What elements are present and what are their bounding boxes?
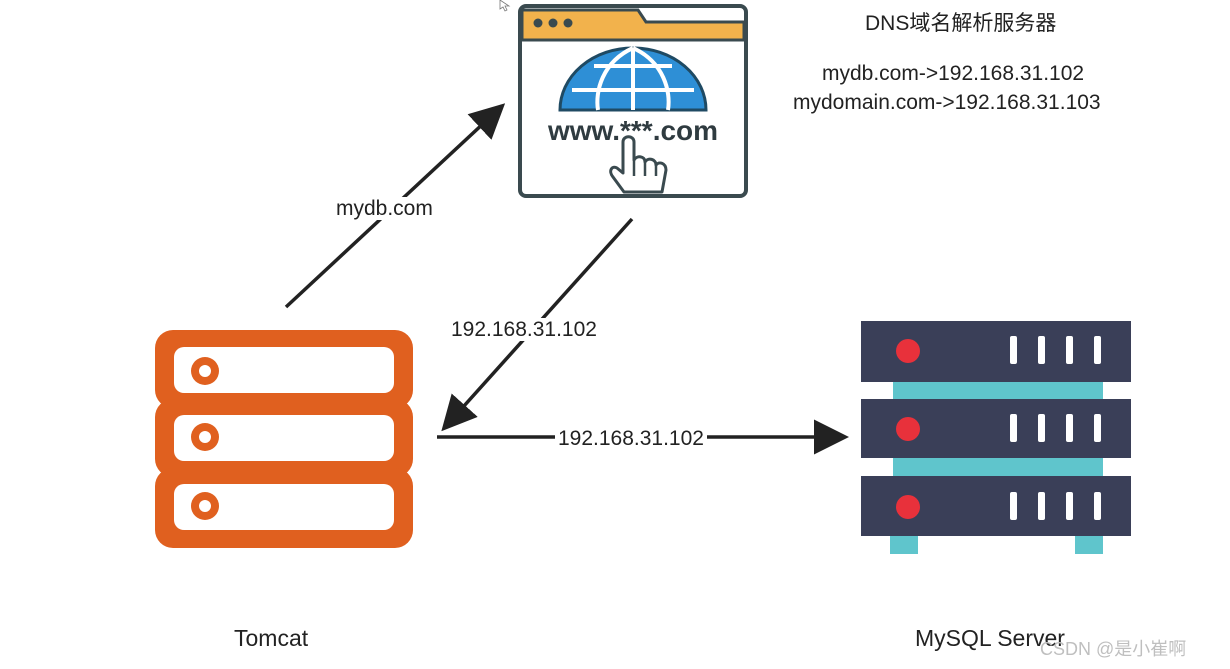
mysql-server-icon [861, 321, 1131, 554]
dns-browser-icon [518, 4, 748, 198]
tomcat-label: Tomcat [234, 625, 309, 651]
globe-icon [558, 46, 708, 112]
browser-url-text-box: www.***.com [547, 115, 718, 146]
dns-mapping-mydb: mydb.com->192.168.31.102 [822, 62, 1085, 85]
dns-server-title: DNS域名解析服务器 [865, 12, 1057, 35]
mysql-label: MySQL Server [915, 625, 1065, 651]
tomcat-server-icon [155, 330, 413, 548]
edge-label-dns-response: 192.168.31.102 [449, 318, 599, 341]
dns-mapping-mydomain: mydomain.com->192.168.31.103 [793, 91, 1101, 114]
edge-label-domain-query: mydb.com [334, 197, 435, 220]
watermark: CSDN @是小崔啊 [1040, 639, 1187, 659]
edge-label-db-connection: 192.168.31.102 [555, 427, 707, 450]
hand-cursor-icon [609, 135, 668, 194]
browser-url-text: www.***.com [547, 115, 718, 146]
mouse-cursor-icon [499, 0, 511, 12]
